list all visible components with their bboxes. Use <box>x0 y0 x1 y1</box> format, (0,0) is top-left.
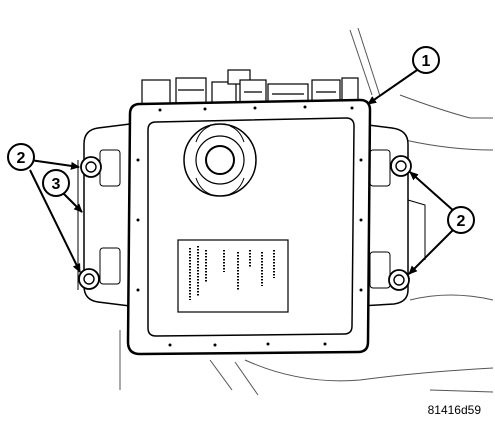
ecm-module <box>126 98 372 356</box>
label-plate <box>177 239 289 313</box>
bolt-top-left <box>80 156 102 178</box>
callout-1-label: 1 <box>422 53 431 70</box>
leader-lines <box>29 67 456 275</box>
housing-rivets <box>136 105 363 347</box>
figure-id: 81416d59 <box>427 403 481 417</box>
callout-2-left-label: 2 <box>17 150 26 167</box>
mounting-bolts <box>78 155 412 291</box>
callout-2-right-label: 2 <box>457 213 466 230</box>
callout-3: 3 <box>42 169 70 197</box>
bolt-bottom-right <box>388 269 410 291</box>
callout-2-right: 2 <box>447 206 475 234</box>
pressure-port <box>183 123 257 197</box>
vehicle-structure <box>119 27 494 396</box>
callout-3-label: 3 <box>52 176 61 193</box>
callout-2-left: 2 <box>7 143 35 171</box>
callout-1: 1 <box>412 46 440 74</box>
bolt-bottom-left <box>78 268 100 290</box>
bolt-top-right <box>390 155 412 177</box>
